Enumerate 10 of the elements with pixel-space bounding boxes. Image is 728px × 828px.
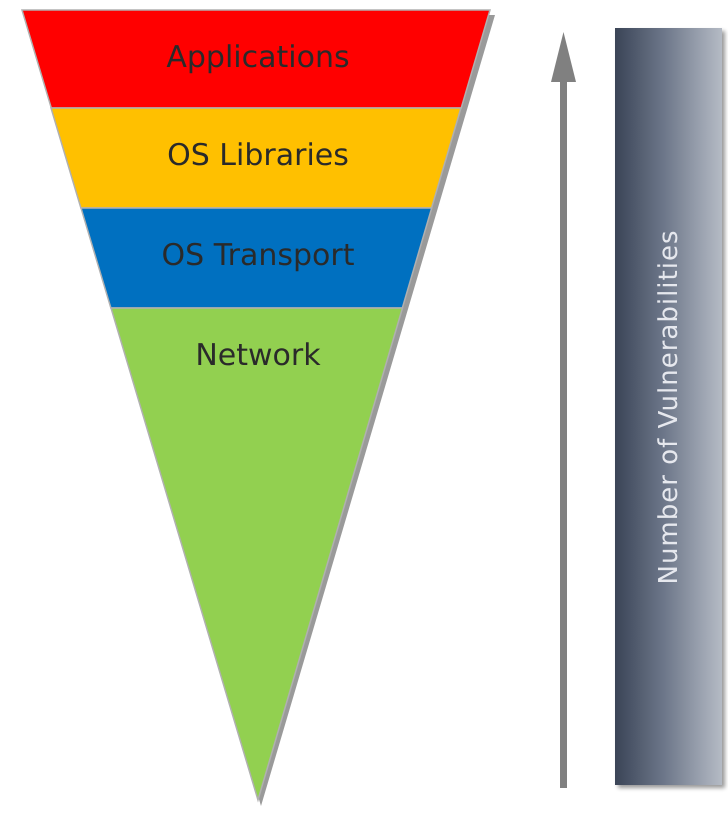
pyramid-layer: [51, 108, 462, 208]
vertical-bar: [615, 28, 722, 785]
pyramid-layer: [81, 208, 432, 308]
bar-label: Number of Vulnerabilities: [654, 229, 684, 584]
pyramid-layer: [22, 10, 490, 108]
layer-label: Applications: [166, 40, 350, 75]
layer-label: OS Libraries: [167, 138, 349, 173]
layer-label: OS Transport: [162, 238, 354, 273]
layer-label: Network: [195, 338, 321, 373]
pyramid-layer: [111, 308, 402, 800]
